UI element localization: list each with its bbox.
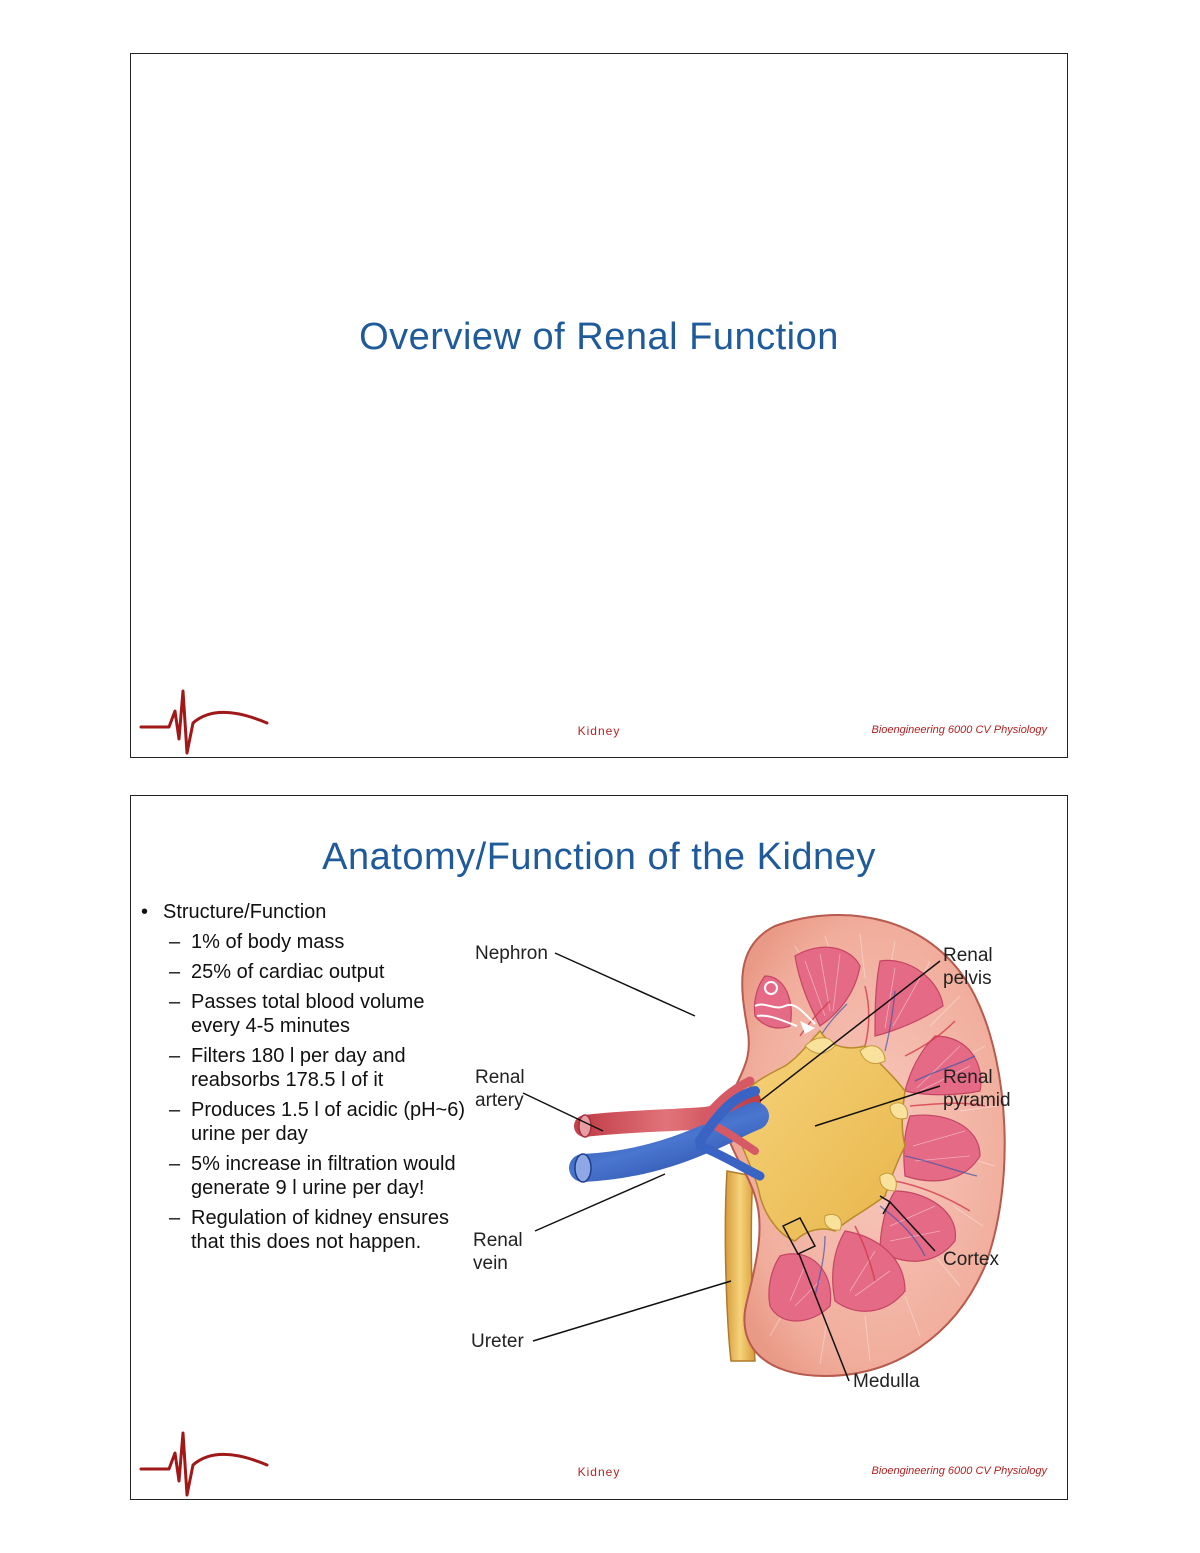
dash-icon: –: [169, 1099, 181, 1121]
footer-course: Bioengineering 6000 CV Physiology: [871, 1465, 1047, 1477]
slide-title: Anatomy/Function of the Kidney: [322, 836, 876, 878]
label-nephron: Nephron: [475, 943, 548, 964]
label-renal-pyramid-1: Renal: [943, 1067, 993, 1088]
sub-bullet-item: –1% of body mass: [139, 930, 469, 954]
ecg-logo-icon: [139, 689, 269, 755]
dash-icon: –: [169, 1045, 181, 1067]
dash-icon: –: [169, 991, 181, 1013]
bullet-text: Structure/Function: [163, 901, 327, 923]
slide-anatomy: Anatomy/Function of the Kidney • Structu…: [130, 795, 1068, 1500]
slide-title: Overview of Renal Function: [359, 316, 839, 358]
label-renal-pyramid-2: pyramid: [943, 1090, 1011, 1111]
sub-bullet-text: 1% of body mass: [191, 931, 345, 953]
sub-bullet-list: –1% of body mass –25% of cardiac output …: [139, 930, 469, 1254]
sub-bullet-text: 25% of cardiac output: [191, 961, 385, 983]
label-renal-artery-1: Renal: [475, 1067, 525, 1088]
sub-bullet-text: Filters 180 l per day and reabsorbs 178.…: [191, 1045, 406, 1091]
label-renal-artery-2: artery: [475, 1090, 524, 1111]
sub-bullet-item: –Produces 1.5 l of acidic (pH~6) urine p…: [139, 1098, 469, 1146]
sub-bullet-item: –Regulation of kidney ensures that this …: [139, 1206, 469, 1254]
kidney-illustration: [522, 914, 1006, 1382]
footer-course: Bioengineering 6000 CV Physiology: [871, 724, 1047, 736]
slide-overview: Overview of Renal Function Kidney Bioeng…: [130, 53, 1068, 758]
sub-bullet-item: –25% of cardiac output: [139, 960, 469, 984]
bullet-dot-icon: •: [141, 901, 149, 923]
footer-topic: Kidney: [577, 724, 621, 738]
label-cortex: Cortex: [943, 1249, 999, 1270]
dash-icon: –: [169, 1207, 181, 1229]
sub-bullet-item: –Passes total blood volume every 4-5 min…: [139, 990, 469, 1038]
label-renal-pelvis-2: pelvis: [943, 968, 992, 989]
bullet-list: • Structure/Function –1% of body mass –2…: [139, 900, 469, 1260]
kidney-figure: Nephron Renal artery Renal vein Ureter R…: [465, 906, 1061, 1416]
footer-topic: Kidney: [577, 1465, 621, 1479]
dash-icon: –: [169, 1153, 181, 1175]
sub-bullet-text: Passes total blood volume every 4-5 minu…: [191, 991, 425, 1037]
label-ureter: Ureter: [471, 1331, 524, 1352]
label-renal-pelvis-1: Renal: [943, 945, 993, 966]
sub-bullet-text: 5% increase in filtration would generate…: [191, 1153, 456, 1199]
ecg-logo-icon: [139, 1431, 269, 1497]
bullet-item: • Structure/Function: [139, 900, 469, 924]
sub-bullet-text: Regulation of kidney ensures that this d…: [191, 1207, 449, 1253]
dash-icon: –: [169, 931, 181, 953]
label-medulla: Medulla: [853, 1371, 920, 1392]
label-renal-vein-2: vein: [473, 1253, 508, 1274]
sub-bullet-text: Produces 1.5 l of acidic (pH~6) urine pe…: [191, 1099, 466, 1145]
sub-bullet-item: –Filters 180 l per day and reabsorbs 178…: [139, 1044, 469, 1092]
sub-bullet-item: –5% increase in filtration would generat…: [139, 1152, 469, 1200]
dash-icon: –: [169, 961, 181, 983]
label-renal-vein-1: Renal: [473, 1230, 523, 1251]
